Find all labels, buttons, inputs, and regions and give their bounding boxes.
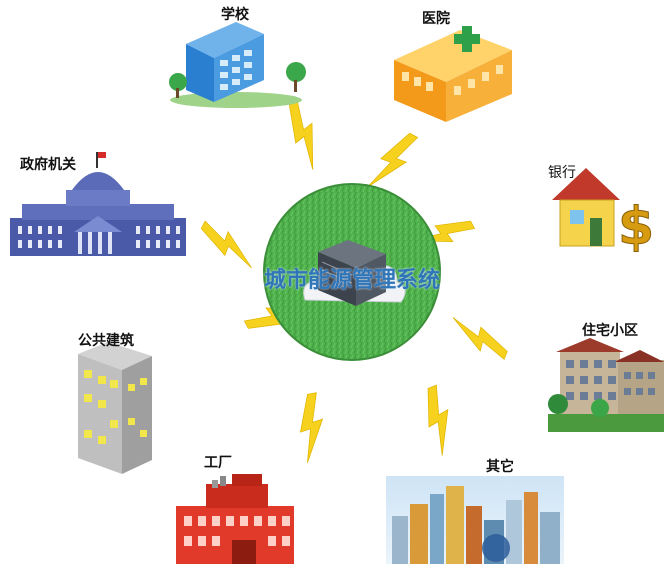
city-skyline-icon [386,476,564,564]
school-building-icon [169,22,306,108]
bolt-other [415,384,464,457]
flag-icon [98,152,106,158]
label-school: 学校 [221,7,249,23]
bolt-school [277,99,333,171]
label-residential: 住宅小区 [582,323,638,339]
residential-buildings-icon [548,338,664,432]
bolt-government [194,219,262,270]
medical-cross-icon [454,26,480,52]
public-building-icon [78,342,152,474]
server-icon [318,240,386,306]
dollar-sign-icon: $ [618,197,654,257]
bank-house-icon: $ [552,168,655,258]
factory-building-icon [176,474,294,564]
label-other: 其它 [486,459,514,475]
label-bank: 银行 [548,165,576,181]
label-public-building: 公共建筑 [78,333,134,349]
center-system-label: 城市能源管理系统 [263,267,440,293]
label-factory: 工厂 [204,455,232,471]
label-hospital: 医院 [422,11,450,27]
label-government: 政府机关 [20,157,76,173]
government-building-icon [10,152,186,256]
bolt-factory [293,391,331,464]
central-hub [263,183,441,361]
bolt-residential [444,315,513,361]
hospital-building-icon [394,26,512,122]
